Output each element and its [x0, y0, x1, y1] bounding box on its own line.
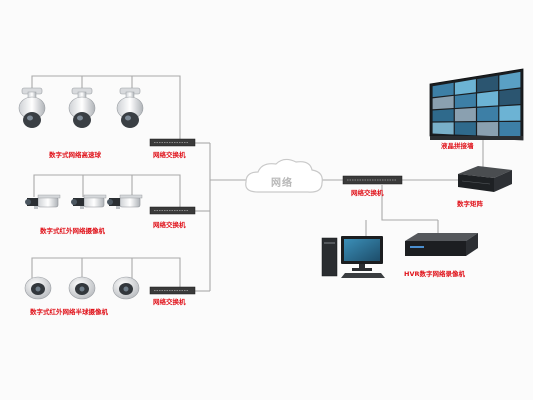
matrix-label: 数字矩阵 [457, 200, 483, 208]
matrix-device [458, 166, 512, 192]
ir-bullet-camera [71, 194, 107, 209]
video-wall-screen-tile [454, 79, 476, 95]
ptz-camera-group [18, 87, 144, 128]
ptz-camera [68, 87, 96, 128]
switch-label-2: 网络交换机 [153, 221, 186, 229]
video-wall-device [429, 68, 524, 141]
video-wall-label: 液晶拼接墙 [441, 142, 474, 150]
video-wall-screen-tile [477, 106, 499, 122]
video-wall-screen-tile [432, 109, 454, 122]
dome-camera [112, 276, 140, 300]
video-wall-screen-tile [454, 93, 476, 108]
video-wall-screen-tile [454, 122, 476, 136]
video-wall-screen-tile [477, 122, 499, 137]
video-wall-screen-tile [499, 71, 521, 90]
dome-camera [24, 276, 52, 300]
ptz-camera-label: 数字式网络高速球 [49, 151, 101, 159]
ir-bullet-camera [25, 194, 61, 209]
switch-label-3: 网络交换机 [153, 298, 186, 306]
video-wall-screen-tile [432, 95, 454, 110]
ptz-camera [18, 87, 46, 128]
nvr-label: HVR数字网络录像机 [404, 270, 465, 278]
ptz-camera [116, 87, 144, 128]
video-wall-screen-tile [454, 107, 476, 122]
center-switch-label: 网络交换机 [351, 189, 384, 197]
video-wall-screen-tile [477, 91, 499, 107]
switch-device [149, 286, 196, 295]
network-cloud [245, 158, 323, 193]
video-wall-screen-tile [499, 121, 521, 138]
video-wall-screen-tile [432, 122, 454, 135]
video-wall-screen-tile [432, 82, 454, 98]
dome-camera-label: 数字式红外网络半球摄像机 [30, 308, 108, 316]
dome-camera [68, 276, 96, 300]
ir-camera-group [25, 194, 143, 209]
video-wall-screen-tile [499, 88, 521, 106]
ir-bullet-camera [107, 194, 143, 209]
pc-workstation [321, 236, 385, 278]
switch-label-1: 网络交换机 [153, 151, 186, 159]
ir-camera-label: 数字式红外网络摄像机 [40, 227, 105, 235]
video-wall-screen-tile [499, 105, 521, 121]
nvr-device [405, 233, 478, 256]
video-wall-screen-tile [477, 75, 499, 93]
dome-camera-group [24, 276, 140, 300]
center-switch-device [342, 175, 403, 185]
connection-lines [31, 75, 484, 292]
network-cloud-label: 网络 [271, 178, 293, 189]
switch-device [149, 138, 196, 147]
switch-device [149, 206, 196, 215]
